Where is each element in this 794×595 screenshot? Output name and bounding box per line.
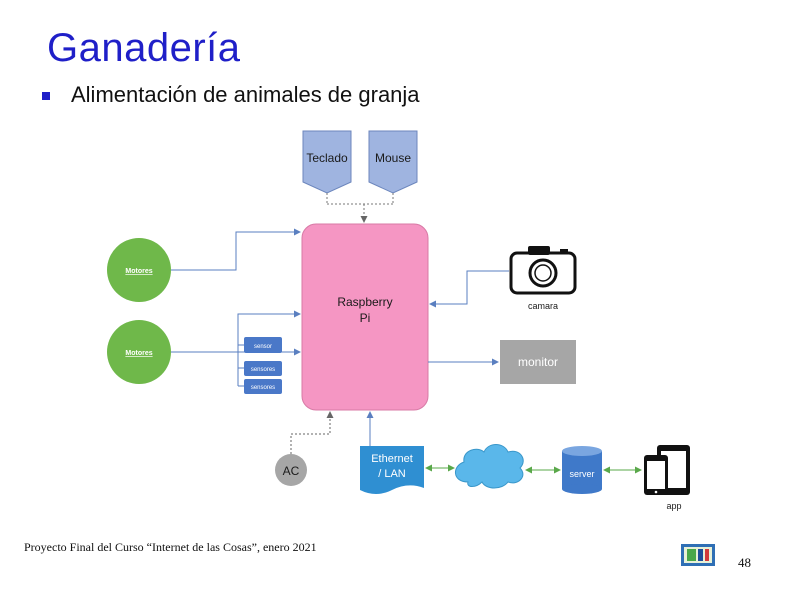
ac-label: AC [283, 464, 300, 478]
motor1-label: Motores [125, 268, 152, 275]
pi-label-line1: Raspberry [337, 295, 392, 309]
devices-icon [644, 445, 690, 495]
sensor2-label: sensores [251, 367, 275, 373]
pi-label-line2: Pi [360, 311, 371, 325]
camera-icon [509, 246, 577, 295]
sensor-node-3: sensores [244, 379, 282, 394]
slide-footer: Proyecto Final del Curso “Internet de la… [24, 540, 317, 554]
bullet-text: Alimentación de animales de granja [71, 82, 420, 107]
course-logo-icon [681, 544, 715, 566]
sensor-node-1: sensor [244, 337, 282, 353]
camera-connector [429, 270, 509, 308]
keyboard-label: Teclado [306, 151, 348, 165]
ethernet-node: Ethernet / LAN [360, 446, 424, 494]
ac-connector [290, 411, 334, 454]
server-label: server [569, 469, 594, 479]
camera-label: camara [528, 301, 558, 311]
mouse-node: Mouse [368, 130, 418, 194]
ethernet-label-line2: / LAN [378, 468, 406, 480]
motor1-connector [171, 228, 301, 271]
sensors-connector [237, 310, 301, 387]
ethernet-label-line1: Ethernet [371, 453, 413, 465]
bullet-square-icon [42, 92, 50, 100]
sensor3-label: sensores [251, 385, 275, 391]
camera-node: camara [509, 246, 577, 311]
sensor1-label: sensor [254, 344, 272, 350]
app-label: app [666, 501, 681, 511]
mouse-label: Mouse [375, 151, 411, 165]
keyboard-node: Teclado [302, 130, 352, 194]
motor-node-2: Motores [107, 320, 171, 384]
page-number: 48 [738, 555, 751, 570]
slide-title: Ganadería [47, 26, 241, 70]
raspberry-pi-node: Raspberry Pi [301, 223, 429, 411]
sensor-node-2: sensores [244, 361, 282, 376]
database-icon [562, 446, 602, 494]
motor-node-1: Motores [107, 238, 171, 302]
app-node: app [644, 445, 690, 511]
input-connector [326, 193, 394, 223]
bullet-item: Alimentación de animales de granja [42, 82, 420, 108]
monitor-node: monitor [500, 340, 576, 384]
server-node: server [562, 446, 602, 494]
ac-node: AC [275, 454, 307, 486]
monitor-label: monitor [518, 355, 558, 369]
cloud-icon [455, 444, 524, 489]
motor2-label: Motores [125, 350, 152, 357]
